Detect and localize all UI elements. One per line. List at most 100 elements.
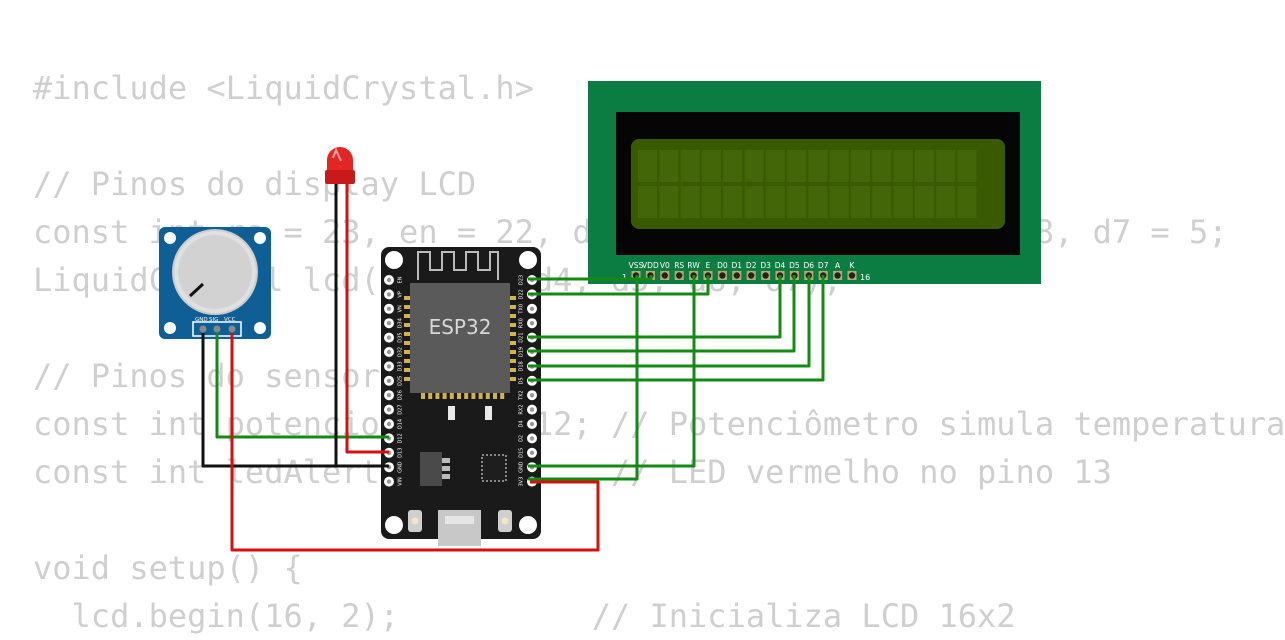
- esp32-pin-label: D32: [398, 347, 404, 357]
- module-pad: [404, 368, 410, 372]
- esp32-pin-label: 3V3: [519, 477, 525, 487]
- lcd-pin-label: D1: [732, 261, 743, 270]
- mounting-hole: [164, 232, 176, 244]
- potentiometer-module[interactable]: GND SIG VCC: [159, 227, 271, 339]
- wire-pot-ground[interactable]: [201, 333, 389, 468]
- lcd-character-cell: [680, 150, 700, 182]
- micro-usb-port[interactable]: [438, 510, 481, 546]
- led-base: [325, 170, 355, 184]
- lcd-character-cell: [765, 150, 785, 182]
- pot-pin-gnd[interactable]: [199, 325, 207, 333]
- wire-lcd-vcc-rail[interactable]: [528, 275, 639, 481]
- wire-lcd-d7[interactable]: [528, 275, 825, 382]
- lcd-pin[interactable]: [834, 272, 841, 279]
- smd-component: [448, 406, 455, 420]
- wire-lcd-d6[interactable]: [528, 275, 811, 368]
- module-pad: [464, 393, 469, 399]
- lcd-character-cell: [659, 186, 679, 218]
- module-pad: [404, 305, 410, 309]
- esp32-pin-label: VP: [398, 291, 404, 297]
- lcd-pin[interactable]: [748, 272, 755, 279]
- lcd-pin-label: V0: [660, 261, 670, 270]
- module-pad: [510, 305, 516, 309]
- esp32-pin-labels: ENVPVND34D35D32D33D25D26D27D14D12D13GNDV…: [398, 275, 525, 487]
- code-line: lcd.begin(16, 2); // Inicializa LCD 16x2: [33, 597, 1016, 635]
- esp32-pin-label: TX0: [519, 304, 525, 315]
- lcd-character-cell: [893, 186, 913, 218]
- lcd-pin-label: VDD: [642, 261, 659, 270]
- lcd-pin-label: D2: [746, 261, 757, 270]
- esp32-pin-label: D34: [398, 318, 404, 328]
- knob-pointer: [188, 282, 205, 298]
- esp32-pin-hole: [529, 407, 535, 412]
- module-pad: [435, 393, 440, 399]
- esp32-pin-hole: [386, 292, 392, 297]
- esp32-pin-label: EN: [398, 276, 404, 283]
- lcd-pin-label: D4: [775, 261, 786, 270]
- esp32-pin-label: TX2: [519, 390, 525, 401]
- esp32-pin-label: D33: [398, 361, 404, 371]
- module-pad: [404, 350, 410, 354]
- regulator-pin: [442, 474, 450, 479]
- lcd-pin[interactable]: [762, 272, 769, 279]
- esp32-pin-hole: [386, 421, 392, 427]
- esp32-pin-label: D27: [398, 404, 404, 414]
- lcd-character-cell: [914, 150, 934, 182]
- module-pad: [421, 393, 425, 399]
- module-pad: [510, 377, 516, 381]
- potentiometer-knob[interactable]: [178, 235, 252, 309]
- lcd-pin[interactable]: [848, 272, 856, 279]
- mounting-hole: [385, 251, 403, 269]
- module-pad: [500, 393, 505, 399]
- module-pad: [404, 341, 410, 345]
- module-pad: [485, 393, 490, 399]
- wire-pot-vcc[interactable]: [230, 333, 600, 552]
- regulator-pin: [442, 466, 450, 471]
- lcd-character-cell: [744, 150, 764, 182]
- wire-lcd-rs[interactable]: [528, 275, 653, 281]
- pot-pin-label-gnd: GND: [195, 317, 208, 323]
- reset-button-cap: [501, 517, 509, 525]
- wire-pot-signal[interactable]: [215, 333, 389, 439]
- esp32-pin-hole: [386, 378, 392, 383]
- wire-lcd-ground-rail[interactable]: [528, 275, 696, 468]
- lcd-pin[interactable]: [676, 272, 683, 279]
- lcd-character-cell: [787, 186, 807, 218]
- code-line: #include <LiquidCrystal.h>: [33, 69, 534, 107]
- lcd-pin[interactable]: [733, 272, 740, 279]
- lcd-character-cell: [638, 186, 657, 218]
- lcd-character-cell: [723, 186, 743, 218]
- red-led[interactable]: [325, 147, 355, 465]
- lcd-character-cell: [851, 150, 870, 182]
- module-pad: [510, 341, 516, 345]
- esp32-pin-hole: [386, 306, 392, 311]
- lcd-pin[interactable]: [719, 272, 726, 279]
- esp32-chip-label: ESP32: [429, 315, 492, 339]
- module-pad: [404, 323, 410, 327]
- lcd-pin[interactable]: [661, 272, 668, 279]
- wire-lcd-d5[interactable]: [528, 275, 796, 353]
- lcd-pin-label: D6: [804, 261, 815, 270]
- esp32-pin-label: RX0: [519, 318, 525, 328]
- wire-lcd-d4[interactable]: [528, 275, 782, 339]
- pot-pin-sig[interactable]: [213, 325, 221, 333]
- esp32-pin-label: D4: [519, 420, 525, 427]
- lcd-character-cell: [914, 186, 934, 218]
- esp32-pin-label: GND: [519, 461, 525, 473]
- esp32-board[interactable]: ESP32 ENVPVND34D35D32D33D25D26D27D14D12D…: [381, 247, 541, 546]
- esp32-pin-label: VIN: [398, 477, 404, 486]
- wire-lcd-e[interactable]: [528, 275, 710, 296]
- module-pad: [404, 359, 410, 363]
- lcd-pin-label: D7: [818, 261, 829, 270]
- lcd-pin-label: RS: [674, 261, 684, 270]
- module-pad: [510, 332, 516, 336]
- lcd-character-cell: [957, 150, 977, 182]
- esp32-pin-hole: [386, 349, 392, 355]
- pot-pin-vcc[interactable]: [228, 325, 236, 333]
- lcd-pin-label: D0: [717, 261, 728, 270]
- module-pad: [510, 350, 516, 354]
- lcd-character-cell: [723, 150, 743, 182]
- wire-led-signal[interactable]: [345, 184, 389, 454]
- module-pad: [404, 314, 410, 318]
